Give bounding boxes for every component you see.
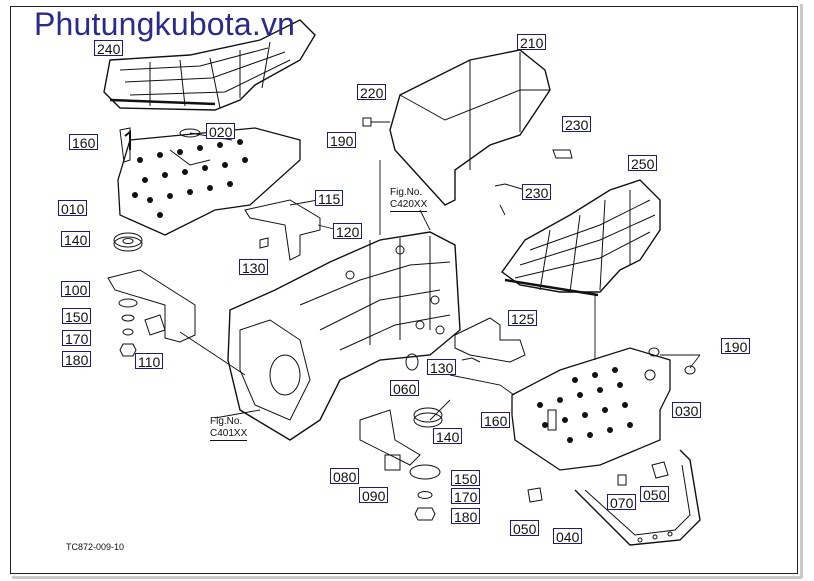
callout-180[interactable]: 180 xyxy=(62,351,92,368)
figure-ref-title: Fig.No. xyxy=(210,416,243,427)
callout-170[interactable]: 170 xyxy=(451,488,481,505)
callout-020[interactable]: 020 xyxy=(206,123,236,140)
floor-mat-240 xyxy=(103,19,316,111)
callout-125[interactable]: 125 xyxy=(508,310,538,327)
leader-lines xyxy=(179,132,701,421)
callout-050[interactable]: 050 xyxy=(640,486,670,503)
callout-040[interactable]: 040 xyxy=(553,528,583,545)
callout-110[interactable]: 110 xyxy=(135,353,164,370)
bolts xyxy=(119,127,669,503)
callout-060[interactable]: 060 xyxy=(390,380,420,397)
callout-160[interactable]: 160 xyxy=(481,412,511,429)
callout-170[interactable]: 170 xyxy=(62,330,92,347)
bracket-125 xyxy=(454,317,526,363)
callout-210[interactable]: 210 xyxy=(517,34,547,51)
callout-230[interactable]: 230 xyxy=(562,116,592,133)
step-040 xyxy=(574,449,701,546)
figure-ref-code: C401XX xyxy=(210,428,248,441)
callout-070[interactable]: 070 xyxy=(607,494,637,511)
callout-100[interactable]: 100 xyxy=(61,281,91,298)
figure-ref-c420xx[interactable]: Fig.No. C420XX xyxy=(390,187,428,212)
floor-mat-250 xyxy=(501,179,661,297)
callout-150[interactable]: 150 xyxy=(451,470,481,487)
bracket-115 xyxy=(244,199,321,261)
callout-080[interactable]: 080 xyxy=(330,468,360,485)
frame-shadow-bottom xyxy=(12,576,802,579)
callout-090[interactable]: 090 xyxy=(359,487,389,504)
bracket-080 xyxy=(359,353,443,521)
callout-230[interactable]: 230 xyxy=(522,184,552,201)
figure-ref-c401xx[interactable]: Fig.No. C401XX xyxy=(210,416,248,441)
callout-190[interactable]: 190 xyxy=(327,132,357,149)
bracket-110 xyxy=(107,269,196,357)
callout-220[interactable]: 220 xyxy=(357,84,387,101)
bearing-140-left xyxy=(113,232,143,252)
cover-210 xyxy=(362,49,551,206)
figure-ref-title: Fig.No. xyxy=(390,187,423,198)
callout-250[interactable]: 250 xyxy=(628,155,658,172)
watermark: Phutungkubota.vn xyxy=(34,6,296,42)
callout-150[interactable]: 150 xyxy=(62,308,92,325)
step-plate-030 xyxy=(511,347,696,471)
step-plate-010 xyxy=(117,127,301,236)
drawing-code: TC872-009-10 xyxy=(66,542,125,552)
frame-shadow-right xyxy=(800,4,803,578)
callout-050[interactable]: 050 xyxy=(510,520,540,537)
drawing-frame xyxy=(10,6,798,574)
callout-115[interactable]: 115 xyxy=(315,190,344,207)
callout-010[interactable]: 010 xyxy=(58,200,88,217)
callout-030[interactable]: 030 xyxy=(672,402,702,419)
callout-180[interactable]: 180 xyxy=(451,508,481,525)
figure-ref-code: C420XX xyxy=(390,199,428,212)
callout-130[interactable]: 130 xyxy=(427,359,457,376)
callout-190[interactable]: 190 xyxy=(721,338,751,355)
callout-160[interactable]: 160 xyxy=(69,134,99,151)
callout-120[interactable]: 120 xyxy=(333,223,363,240)
callout-140[interactable]: 140 xyxy=(433,428,463,445)
callout-240[interactable]: 240 xyxy=(94,40,124,57)
callout-130[interactable]: 130 xyxy=(239,259,269,276)
callout-140[interactable]: 140 xyxy=(61,231,91,248)
transmission-case xyxy=(227,231,461,441)
